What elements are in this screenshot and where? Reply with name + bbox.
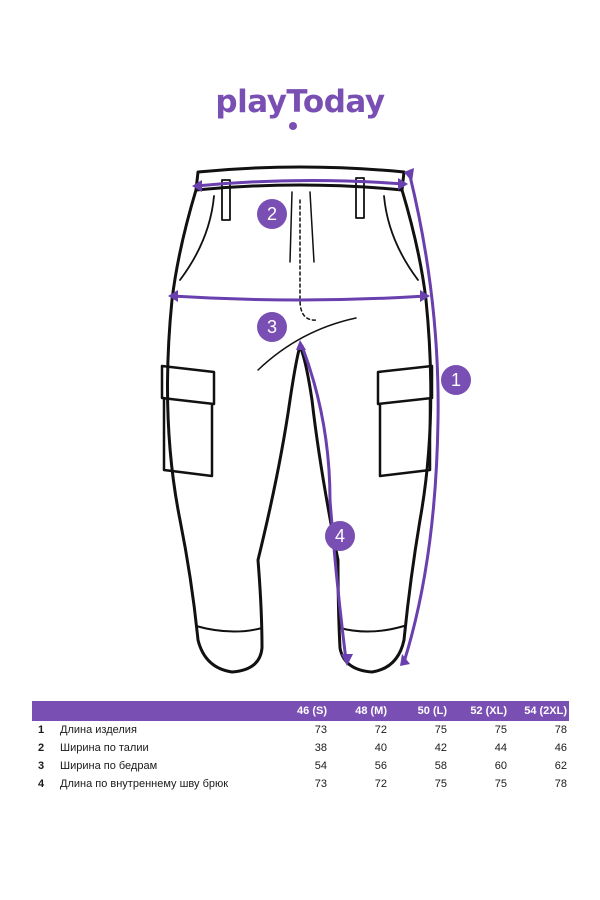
- measurement-value: 73: [314, 724, 327, 736]
- measurement-value: 40: [374, 742, 387, 754]
- measurement-value: 75: [434, 724, 447, 736]
- measurement-arrowheads: [168, 168, 430, 666]
- measurement-value: 62: [554, 760, 567, 772]
- left-side-pocket: [179, 195, 215, 281]
- table-row: 3 Ширина по бедрам 54 56 58 60 62: [32, 757, 569, 775]
- marker-1-label: 1: [451, 370, 461, 390]
- size-table-header: 46 (S) 48 (M) 50 (L) 52 (XL) 54 (2XL): [32, 701, 569, 721]
- drawstrings: [289, 191, 315, 263]
- fly-seam: [299, 199, 319, 321]
- measurement-value: 75: [434, 778, 447, 790]
- measurement-value: 56: [374, 760, 387, 772]
- measurement-value: 42: [434, 742, 447, 754]
- arrowhead-waist-right: [398, 178, 408, 190]
- table-row: 4 Длина по внутреннему шву брюк 73 72 75…: [32, 775, 569, 793]
- row-number: 1: [38, 724, 45, 736]
- measurement-value: 44: [494, 742, 507, 754]
- measurement-value: 38: [314, 742, 327, 754]
- arrowhead-length-top: [404, 168, 414, 182]
- arrowhead-hips-right: [420, 290, 430, 302]
- belt-loop-right: [355, 177, 365, 219]
- waistband: [194, 165, 406, 192]
- measure-line-waist: [194, 178, 406, 188]
- size-table: 46 (S) 48 (M) 50 (L) 52 (XL) 54 (2XL) 1 …: [32, 701, 569, 793]
- marker-4-label: 4: [335, 526, 345, 546]
- table-row: 2 Ширина по талии 38 40 42 44 46: [32, 739, 569, 757]
- measure-line-length: [402, 174, 440, 664]
- size-column-header: 50 (L): [417, 705, 447, 717]
- measurement-value: 75: [494, 724, 507, 736]
- left-leg: [166, 188, 302, 674]
- measurement-value: 73: [314, 778, 327, 790]
- arrowhead-waist-left: [192, 180, 202, 192]
- marker-4: 4: [325, 521, 355, 551]
- measurement-name: Ширина по бедрам: [60, 760, 158, 772]
- measurement-value: 78: [554, 724, 567, 736]
- belt-loop-left: [221, 179, 231, 221]
- marker-3: 3: [257, 312, 287, 342]
- measurement-value: 72: [374, 724, 387, 736]
- row-number: 3: [38, 760, 45, 772]
- measurement-value: 60: [494, 760, 507, 772]
- pants-outline: [160, 165, 434, 674]
- measure-line-hips: [170, 294, 428, 302]
- logo-dot: [289, 122, 297, 130]
- row-number: 2: [38, 742, 45, 754]
- left-cargo-pocket: [160, 364, 216, 478]
- marker-1: 1: [441, 365, 471, 395]
- measurement-lines: [170, 174, 440, 664]
- measurement-value: 46: [554, 742, 567, 754]
- right-side-pocket: [383, 195, 419, 281]
- right-leg: [298, 188, 433, 674]
- pants-technical-drawing: 1 2 3 4: [160, 165, 471, 674]
- arrowhead-length-bottom: [400, 654, 410, 666]
- front-crease: [257, 317, 357, 371]
- measurement-value: 58: [434, 760, 447, 772]
- marker-2-label: 2: [267, 204, 277, 224]
- size-column-header: 52 (XL): [470, 705, 507, 717]
- measurement-value: 54: [314, 760, 327, 772]
- size-column-header: 54 (2XL): [524, 705, 567, 717]
- brand-logo: playToday: [215, 84, 385, 120]
- measurement-value: 75: [494, 778, 507, 790]
- marker-2: 2: [257, 199, 287, 229]
- arrowhead-inseam-bottom: [341, 654, 353, 666]
- arrowhead-hips-left: [168, 290, 178, 302]
- size-column-header: 46 (S): [297, 705, 327, 717]
- header-blank-name: [60, 701, 269, 721]
- right-cargo-pocket: [376, 364, 434, 478]
- measurement-name: Длина изделия: [60, 724, 137, 736]
- marker-3-label: 3: [267, 317, 277, 337]
- measurement-name: Ширина по талии: [60, 742, 149, 754]
- measurement-value: 72: [374, 778, 387, 790]
- left-cuff: [195, 625, 263, 633]
- size-column-header: 48 (M): [355, 705, 387, 717]
- arrowhead-inseam-top: [296, 340, 306, 350]
- header-blank: [32, 701, 60, 721]
- measurement-name: Длина по внутреннему шву брюк: [60, 778, 229, 790]
- measurement-value: 78: [554, 778, 567, 790]
- right-cuff: [339, 625, 405, 633]
- row-number: 4: [38, 778, 45, 790]
- table-row: 1 Длина изделия 73 72 75 75 78: [32, 721, 569, 739]
- measure-line-inseam: [300, 344, 348, 662]
